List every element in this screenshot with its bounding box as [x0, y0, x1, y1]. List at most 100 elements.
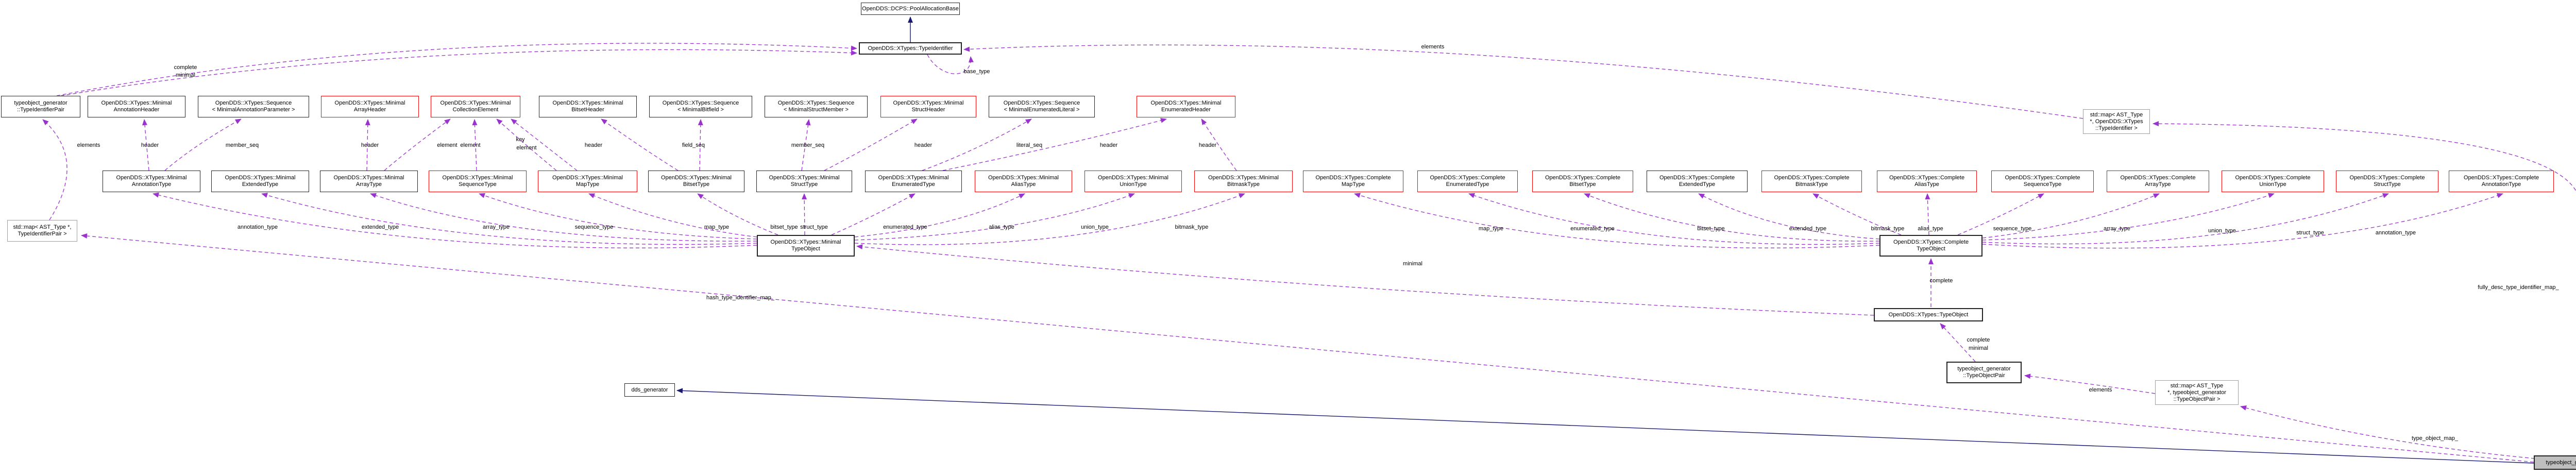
- edge-label: member_seq: [791, 142, 825, 148]
- edge-label: minimal: [176, 72, 195, 78]
- node-type-object[interactable]: OpenDDS::XTypes::TypeObject: [1874, 308, 1983, 321]
- node-complete-enumerated-type[interactable]: OpenDDS::XTypes::Complete EnumeratedType: [1417, 171, 1518, 192]
- edge-label: bitset_type: [1697, 226, 1725, 232]
- edge-label: alias_type: [989, 224, 1014, 230]
- inheritance-edge: [676, 388, 2534, 464]
- usage-edge: [1982, 193, 2389, 245]
- node-minimal-collection-element[interactable]: OpenDDS::XTypes::Minimal CollectionEleme…: [431, 96, 520, 117]
- edge-label: array_type: [2104, 226, 2130, 232]
- edge-label: map_type: [1478, 226, 1504, 232]
- edge-label: elements: [2089, 387, 2112, 393]
- usage-edge: [1354, 193, 1880, 248]
- node-minimal-bitset-type[interactable]: OpenDDS::XTypes::Minimal BitsetType: [648, 171, 744, 192]
- edge-label: extended_type: [1789, 226, 1827, 232]
- node-map-ast-typeobjectpair[interactable]: std::map< AST_Type *, typeobject_generat…: [2155, 380, 2239, 405]
- edge-label: enumerated_type: [883, 224, 927, 230]
- node-minimal-extended-type[interactable]: OpenDDS::XTypes::Minimal ExtendedType: [211, 171, 309, 192]
- node-minimal-array-header[interactable]: OpenDDS::XTypes::Minimal ArrayHeader: [321, 96, 419, 117]
- node-seq-minimal-bitfield[interactable]: OpenDDS::XTypes::Sequence < MinimalBitfi…: [649, 96, 752, 117]
- node-type-identifier[interactable]: OpenDDS::XTypes::TypeIdentifier: [859, 42, 962, 55]
- node-minimal-union-type[interactable]: OpenDDS::XTypes::Minimal UnionType: [1084, 171, 1182, 192]
- usage-edge: [81, 233, 2534, 463]
- edge-label: elements: [77, 142, 100, 148]
- edge-label: bitmask_type: [1175, 224, 1209, 230]
- usage-edge: [942, 117, 1167, 171]
- usage-edge: [601, 118, 679, 171]
- usage-edge: [1584, 193, 1880, 242]
- node-minimal-struct-type[interactable]: OpenDDS::XTypes::Minimal StructType: [756, 171, 852, 192]
- usage-edge: [854, 193, 1025, 237]
- node-complete-sequence-type[interactable]: OpenDDS::XTypes::Complete SequenceType: [1991, 171, 2094, 192]
- edge-label: sequence_type: [574, 224, 614, 230]
- node-complete-alias-type[interactable]: OpenDDS::XTypes::Complete AliasType: [1877, 171, 1977, 192]
- node-minimal-alias-type[interactable]: OpenDDS::XTypes::Minimal AliasType: [975, 171, 1072, 192]
- node-minimal-bitmask-type[interactable]: OpenDDS::XTypes::Minimal BitmaskType: [1194, 171, 1293, 192]
- edge-label: header: [141, 142, 159, 148]
- edge-label: union_type: [1081, 224, 1109, 230]
- node-complete-extended-type[interactable]: OpenDDS::XTypes::Complete ExtendedType: [1647, 171, 1748, 192]
- edge-label: complete: [1929, 278, 1953, 284]
- edge-label: bitmask_type: [1871, 226, 1905, 232]
- usage-edge: [2240, 405, 2535, 459]
- node-type-object-pair[interactable]: typeobject_generator ::TypeObjectPair: [1946, 362, 2022, 383]
- usage-edge: [922, 118, 1032, 171]
- edge-label: extended_type: [361, 224, 399, 230]
- node-minimal-sequence-type[interactable]: OpenDDS::XTypes::Minimal SequenceType: [429, 171, 527, 192]
- usage-edge: [370, 193, 757, 242]
- edge-label: minimal: [1969, 345, 1988, 351]
- edge-label: header: [361, 142, 379, 148]
- edge-label: struct_type: [800, 224, 828, 230]
- edge-label: enumerated_type: [1570, 226, 1615, 232]
- edge-label: type_object_map_: [2412, 435, 2458, 441]
- node-complete-annotation-type[interactable]: OpenDDS::XTypes::Complete AnnotationType: [2449, 171, 2554, 192]
- usage-edge: [856, 244, 1874, 316]
- node-seq-minimal-annotation-parameter[interactable]: OpenDDS::XTypes::Sequence < MinimalAnnot…: [198, 96, 309, 117]
- node-complete-bitset-type[interactable]: OpenDDS::XTypes::Complete BitsetType: [1532, 171, 1633, 192]
- usage-edge: [854, 193, 1245, 245]
- node-seq-minimal-struct-member[interactable]: OpenDDS::XTypes::Sequence < MinimalStruc…: [765, 96, 868, 117]
- node-minimal-struct-header[interactable]: OpenDDS::XTypes::Minimal StructHeader: [880, 96, 976, 117]
- node-pool-allocation-base[interactable]: OpenDDS::DCPS::PoolAllocationBase: [861, 3, 960, 15]
- edge-label: bitset_type: [770, 224, 798, 230]
- node-complete-array-type[interactable]: OpenDDS::XTypes::Complete ArrayType: [2107, 171, 2209, 192]
- node-seq-minimal-enumerated-literal[interactable]: OpenDDS::XTypes::Sequence < MinimalEnume…: [989, 96, 1095, 117]
- edge-label: map_type: [704, 224, 730, 230]
- node-typeidentifier-pair[interactable]: typeobject_generator ::TypeIdentifierPai…: [1, 96, 80, 117]
- usage-edge: [42, 119, 67, 220]
- edge-label: complete: [1967, 337, 1990, 343]
- node-minimal-enumerated-type[interactable]: OpenDDS::XTypes::Minimal EnumeratedType: [865, 171, 962, 192]
- edge-label: hash_type_identifier_map_: [706, 295, 775, 301]
- edge-label: key: [516, 137, 525, 143]
- node-minimal-map-type[interactable]: OpenDDS::XTypes::Minimal MapType: [538, 171, 637, 192]
- node-map-ast-typeidentifierpair[interactable]: std::map< AST_Type *, TypeIdentifierPair…: [7, 220, 77, 242]
- edge-label: elements: [1421, 44, 1445, 50]
- edge-label: base_type: [963, 69, 990, 75]
- node-minimal-array-type[interactable]: OpenDDS::XTypes::Minimal ArrayType: [320, 171, 418, 192]
- node-minimal-annotation-type[interactable]: OpenDDS::XTypes::Minimal AnnotationType: [103, 171, 200, 192]
- node-minimal-bitset-header[interactable]: OpenDDS::XTypes::Minimal BitsetHeader: [539, 96, 637, 117]
- edge-label: union_type: [2208, 228, 2236, 234]
- node-minimal-enumerated-header[interactable]: OpenDDS::XTypes::Minimal EnumeratedHeade…: [1137, 96, 1235, 117]
- usage-edge: [854, 193, 1135, 241]
- node-complete-struct-type[interactable]: OpenDDS::XTypes::Complete StructType: [2336, 171, 2438, 192]
- edge-label: array_type: [483, 224, 510, 230]
- node-complete-union-type[interactable]: OpenDDS::XTypes::Complete UnionType: [2222, 171, 2324, 192]
- edge-label: minimal: [1403, 261, 1422, 267]
- node-minimal-annotation-header[interactable]: OpenDDS::XTypes::Minimal AnnotationHeade…: [88, 96, 185, 117]
- node-map-ast-typeidentifier[interactable]: std::map< AST_Type *, OpenDDS::XTypes ::…: [2083, 109, 2150, 134]
- edge-label: element: [437, 142, 457, 148]
- node-complete-bitmask-type[interactable]: OpenDDS::XTypes::Complete BitmaskType: [1761, 171, 1862, 192]
- node-complete-map-type[interactable]: OpenDDS::XTypes::Complete MapType: [1303, 171, 1403, 192]
- edge-label: complete: [174, 64, 197, 71]
- node-complete-type-object[interactable]: OpenDDS::XTypes::Complete TypeObject: [1879, 235, 1982, 257]
- edge-label: alias_type: [1918, 226, 1943, 232]
- node-minimal-type-object[interactable]: OpenDDS::XTypes::Minimal TypeObject: [757, 235, 855, 257]
- edge-label: struct_type: [2296, 230, 2324, 236]
- edge-label: annotation_type: [2375, 230, 2416, 236]
- usage-edge: [963, 44, 2083, 119]
- edge-label: header: [1198, 142, 1217, 148]
- usage-edge: [1468, 193, 1880, 245]
- node-dds-generator[interactable]: dds_generator: [624, 383, 675, 397]
- edge-label: field_seq: [682, 142, 705, 148]
